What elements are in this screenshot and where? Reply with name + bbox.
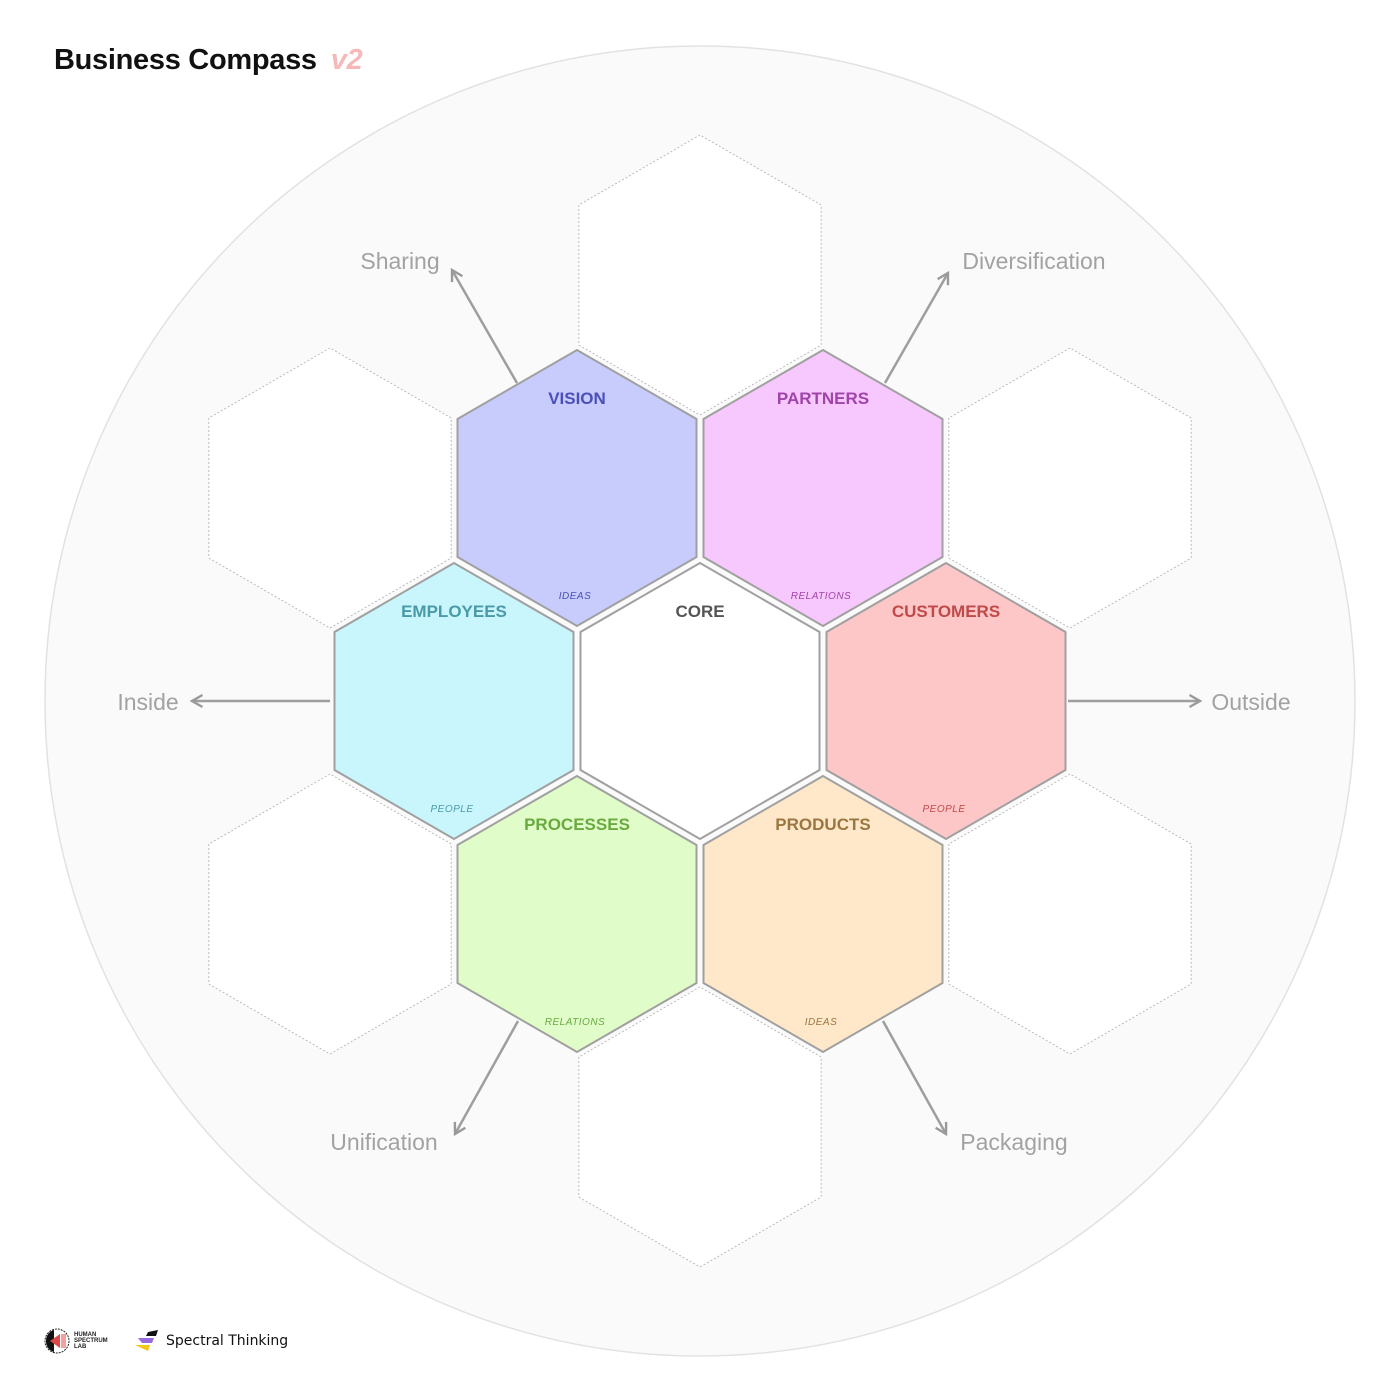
human-spectrum-lab-logo: HUMAN SPECTRUM LAB xyxy=(44,1328,114,1354)
hex-products[interactable]: PRODUCTS IDEAS xyxy=(702,774,944,1054)
packaging-arrow-icon xyxy=(881,1020,948,1137)
empty-outer-hex xyxy=(208,347,452,629)
empty-outer-hex xyxy=(948,347,1192,629)
diversification-label: Diversification xyxy=(962,248,1105,274)
outside-label: Outside xyxy=(1211,689,1290,715)
empty-outer-hex xyxy=(578,134,822,416)
customers-hex-shape xyxy=(825,561,1067,841)
hex-partners[interactable]: PARTNERS RELATIONS xyxy=(702,348,944,628)
partners-sublabel: RELATIONS xyxy=(791,591,851,602)
page-title: Business Compass v2 xyxy=(54,44,363,77)
sharing-label: Sharing xyxy=(360,248,439,274)
hex-vision[interactable]: VISION IDEAS xyxy=(456,348,698,628)
inside-label: Inside xyxy=(117,689,178,715)
empty-outer-hex xyxy=(208,773,452,1055)
processes-sublabel: RELATIONS xyxy=(545,1017,605,1028)
employees-hex-shape xyxy=(333,561,575,841)
footer-logos: HUMAN SPECTRUM LAB Spectral Thinking xyxy=(44,1328,288,1354)
title-text: Business Compass xyxy=(54,44,317,76)
direction-diversification: Diversification xyxy=(883,248,1106,384)
direction-inside: Inside xyxy=(117,689,330,715)
spectral-thinking-logo: Spectral Thinking xyxy=(134,1330,288,1352)
direction-packaging: Packaging xyxy=(881,1020,1068,1155)
unification-arrow-icon xyxy=(453,1020,520,1137)
processes-hex-shape xyxy=(456,774,698,1054)
direction-sharing: Sharing xyxy=(360,248,519,384)
products-hex-shape xyxy=(702,774,944,1054)
hex-employees[interactable]: EMPLOYEES PEOPLE xyxy=(333,561,575,841)
human-spectrum-lab-text: HUMAN SPECTRUM LAB xyxy=(74,1332,108,1350)
version-badge: v2 xyxy=(330,44,363,76)
partners-label: PARTNERS xyxy=(777,389,869,408)
sharing-arrow-icon xyxy=(450,267,519,384)
vision-sublabel: IDEAS xyxy=(559,591,592,602)
products-label: PRODUCTS xyxy=(775,815,870,834)
direction-unification: Unification xyxy=(330,1020,520,1155)
hex-processes[interactable]: PROCESSES RELATIONS xyxy=(456,774,698,1054)
vision-hex-shape xyxy=(456,348,698,628)
spectral-thinking-text: Spectral Thinking xyxy=(166,1333,289,1349)
unification-label: Unification xyxy=(330,1129,437,1155)
core-hex-shape xyxy=(579,561,821,841)
hex-customers[interactable]: CUSTOMERS PEOPLE xyxy=(825,561,1067,841)
direction-outside: Outside xyxy=(1068,689,1291,715)
partners-hex-shape xyxy=(702,348,944,628)
empty-outer-hex xyxy=(578,986,822,1268)
processes-label: PROCESSES xyxy=(524,815,630,834)
customers-label: CUSTOMERS xyxy=(892,602,1000,621)
diversification-arrow-icon xyxy=(883,270,950,384)
packaging-label: Packaging xyxy=(960,1129,1067,1155)
employees-sublabel: PEOPLE xyxy=(430,804,473,815)
human-spectrum-lab-icon xyxy=(44,1328,70,1354)
customers-sublabel: PEOPLE xyxy=(922,804,965,815)
products-sublabel: IDEAS xyxy=(805,1017,838,1028)
hex-core[interactable]: CORE xyxy=(579,561,821,841)
spectral-thinking-icon xyxy=(135,1330,158,1351)
vision-label: VISION xyxy=(548,389,606,408)
employees-label: EMPLOYEES xyxy=(401,602,507,621)
core-label: CORE xyxy=(675,602,724,621)
empty-outer-hex xyxy=(948,773,1192,1055)
